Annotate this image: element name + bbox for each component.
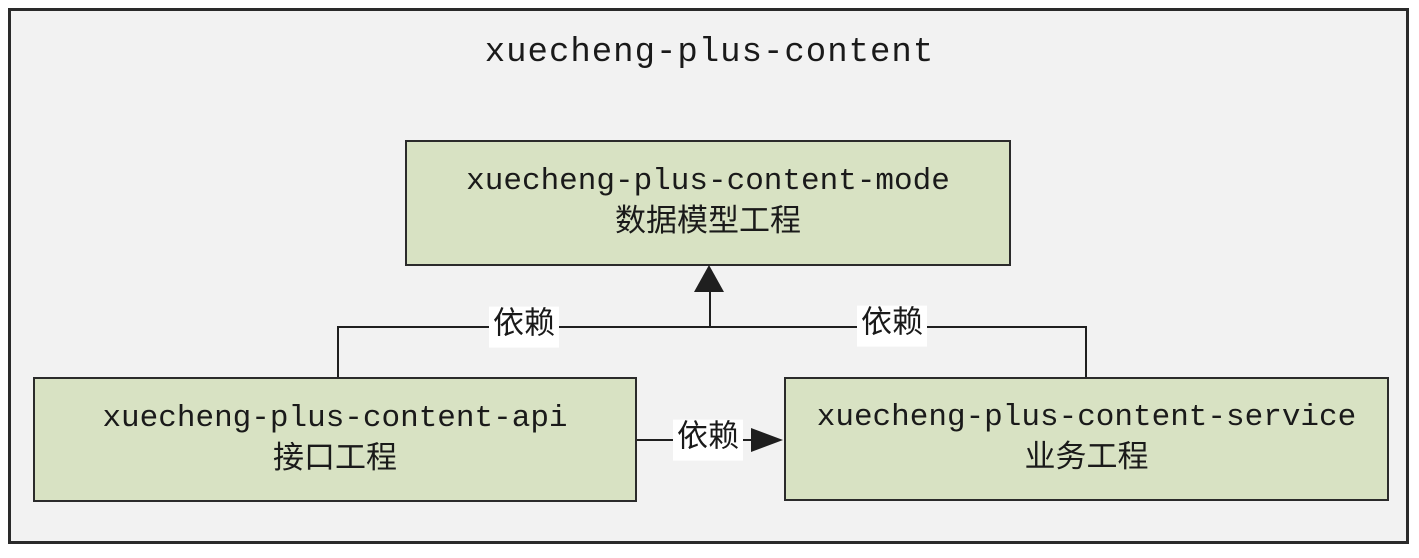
edge-label-service-depends-mode: 依赖 [857,305,927,347]
edge-label-api-depends-mode: 依赖 [489,306,559,348]
edge-line-service-up [1085,326,1087,377]
node-content-service-name: xuecheng-plus-content-service [816,400,1357,436]
edge-label-api-depends-service: 依赖 [673,419,743,461]
node-content-mode-subtitle: 数据模型工程 [615,206,801,241]
node-content-api: xuecheng-plus-content-api 接口工程 [33,377,637,502]
edge-line-merge-horizontal [337,326,1087,328]
edge-line-api-up [337,326,339,377]
node-content-mode: xuecheng-plus-content-mode 数据模型工程 [405,140,1011,266]
arrowhead-up-icon [694,265,724,292]
diagram-title: xuecheng-plus-content [484,34,935,72]
edge-line-to-mode [709,288,711,328]
arrowhead-right-icon [751,428,783,452]
node-content-service-subtitle: 业务工程 [1024,442,1149,477]
node-content-api-subtitle: 接口工程 [273,442,397,478]
node-content-api-name: xuecheng-plus-content-api [102,400,568,436]
node-content-mode-name: xuecheng-plus-content-mode [466,164,950,200]
node-content-service: xuecheng-plus-content-service 业务工程 [784,377,1389,501]
